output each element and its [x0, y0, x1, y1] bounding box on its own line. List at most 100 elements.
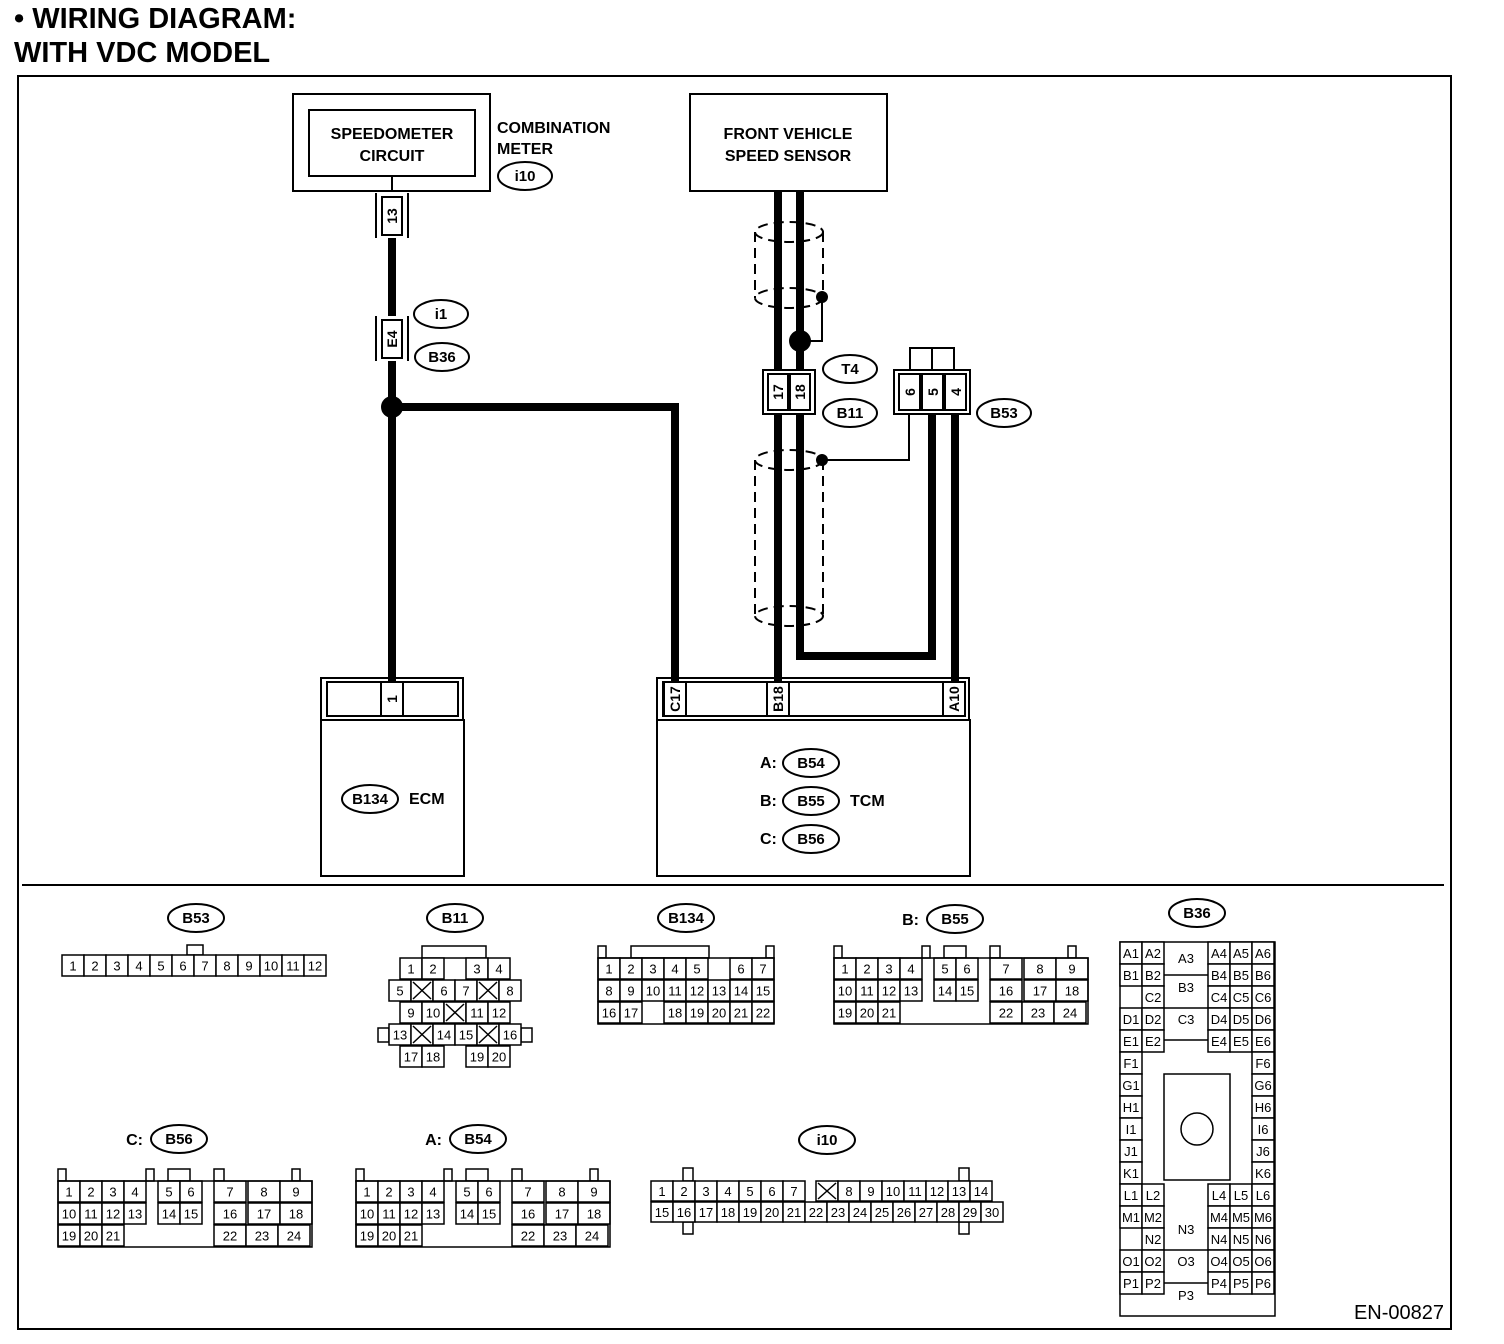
b36-pin: I1 — [1126, 1122, 1137, 1137]
svg-text:C:: C: — [760, 831, 777, 848]
connector-b53-pins: 6 5 4 — [893, 347, 971, 415]
svg-text:T4: T4 — [841, 361, 859, 378]
pin: 5 — [463, 1185, 470, 1200]
pin: 1 — [841, 962, 848, 977]
i10-pin: 9 — [867, 1184, 874, 1199]
b36-pin: P4 — [1211, 1276, 1227, 1291]
pin: 5 — [165, 1185, 172, 1200]
pin: 20 — [84, 1229, 98, 1244]
b53-pin: 11 — [286, 959, 300, 974]
b36-pin: N4 — [1211, 1232, 1228, 1247]
svg-text:4: 4 — [948, 388, 964, 396]
pin: 4 — [907, 962, 914, 977]
i10-pin: 27 — [919, 1205, 933, 1220]
b36-pin: B4 — [1211, 968, 1227, 983]
b36-pin: P6 — [1255, 1276, 1271, 1291]
i10-pin: 22 — [809, 1205, 823, 1220]
pin: 17 — [1033, 984, 1047, 999]
b11-pin: 5 — [396, 984, 403, 999]
b36-pin: K6 — [1255, 1166, 1271, 1181]
b11-pin: 19 — [470, 1050, 484, 1065]
shield-upper — [754, 221, 824, 309]
i10-pin: 26 — [897, 1205, 911, 1220]
pin: 12 — [882, 984, 896, 999]
pin: 21 — [404, 1229, 418, 1244]
svg-text:B11: B11 — [837, 405, 864, 422]
pin: 14 — [162, 1207, 176, 1222]
b53-pin: 9 — [245, 959, 252, 974]
b134-pin: 8 — [605, 984, 612, 999]
pin: 3 — [109, 1185, 116, 1200]
pin: 4 — [429, 1185, 436, 1200]
b36-pin: E5 — [1233, 1034, 1249, 1049]
pin: 18 — [289, 1207, 303, 1222]
meter-connector-pin-13: 13 — [375, 193, 409, 238]
b134-pin: 19 — [690, 1006, 704, 1021]
i10-pin: 6 — [768, 1184, 775, 1199]
pin: 7 — [524, 1185, 531, 1200]
pin: 10 — [360, 1207, 374, 1222]
b36-pin: E1 — [1123, 1034, 1139, 1049]
shield-drain-lower — [822, 412, 910, 461]
pin: 3 — [407, 1185, 414, 1200]
b11-pin: 3 — [473, 962, 480, 977]
b36-pin: H6 — [1255, 1100, 1272, 1115]
connector-tag: B53 — [182, 910, 210, 927]
i10-pin: 1 — [658, 1184, 665, 1199]
pin: 8 — [1036, 962, 1043, 977]
b11-pin: 18 — [426, 1050, 440, 1065]
pin: 10 — [838, 984, 852, 999]
pin: 13 — [426, 1207, 440, 1222]
b36-pin: O6 — [1254, 1254, 1271, 1269]
b11-pin: 8 — [506, 984, 513, 999]
b11-pin: 6 — [440, 984, 447, 999]
b36-pin: A4 — [1211, 946, 1227, 961]
b53-pin: 10 — [264, 959, 278, 974]
pin: 19 — [62, 1229, 76, 1244]
b36-pin: P2 — [1145, 1276, 1161, 1291]
b36-pin: G6 — [1254, 1078, 1271, 1093]
i10-pin: 15 — [655, 1205, 669, 1220]
b53-pin: 5 — [157, 959, 164, 974]
b134-pin: 12 — [690, 984, 704, 999]
b53-pin: 3 — [113, 959, 120, 974]
shield-splice — [789, 330, 811, 352]
ecm-unit: 1 B134 ECM — [320, 677, 465, 877]
document-id: EN-00827 — [1354, 1302, 1444, 1324]
b36-pin: L5 — [1234, 1188, 1248, 1203]
i10-pin: 23 — [831, 1205, 845, 1220]
tag-b55 — [782, 786, 840, 816]
pin: 6 — [187, 1185, 194, 1200]
pin: 2 — [863, 962, 870, 977]
tag-t4: T4 — [822, 354, 878, 384]
b36-pin: A1 — [1123, 946, 1139, 961]
pin: 18 — [1065, 984, 1079, 999]
b11-pin: 13 — [393, 1028, 407, 1043]
pin: 24 — [1063, 1006, 1077, 1021]
svg-text:B56: B56 — [797, 831, 825, 848]
i10-pin: 18 — [721, 1205, 735, 1220]
b36-pin: L4 — [1212, 1188, 1226, 1203]
svg-text:i10: i10 — [515, 168, 536, 185]
shield-lower — [754, 449, 824, 627]
b36-pin: O5 — [1232, 1254, 1249, 1269]
b134-pin: 10 — [646, 984, 660, 999]
b36-pin: P1 — [1123, 1276, 1139, 1291]
pin: 21 — [882, 1006, 896, 1021]
b134-pin: 13 — [712, 984, 726, 999]
b134-pin: 16 — [602, 1006, 616, 1021]
b36-pin: E6 — [1255, 1034, 1271, 1049]
pin: 10 — [62, 1207, 76, 1222]
i10-pin: 14 — [974, 1184, 988, 1199]
b36-pin: F1 — [1123, 1056, 1138, 1071]
tag-i1: i1 — [413, 299, 469, 329]
pin: 7 — [226, 1185, 233, 1200]
pin: 11 — [382, 1207, 396, 1222]
i10-pin: 21 — [787, 1205, 801, 1220]
title-line-1: • WIRING DIAGRAM: — [14, 3, 297, 35]
b11-pin: 16 — [503, 1028, 517, 1043]
